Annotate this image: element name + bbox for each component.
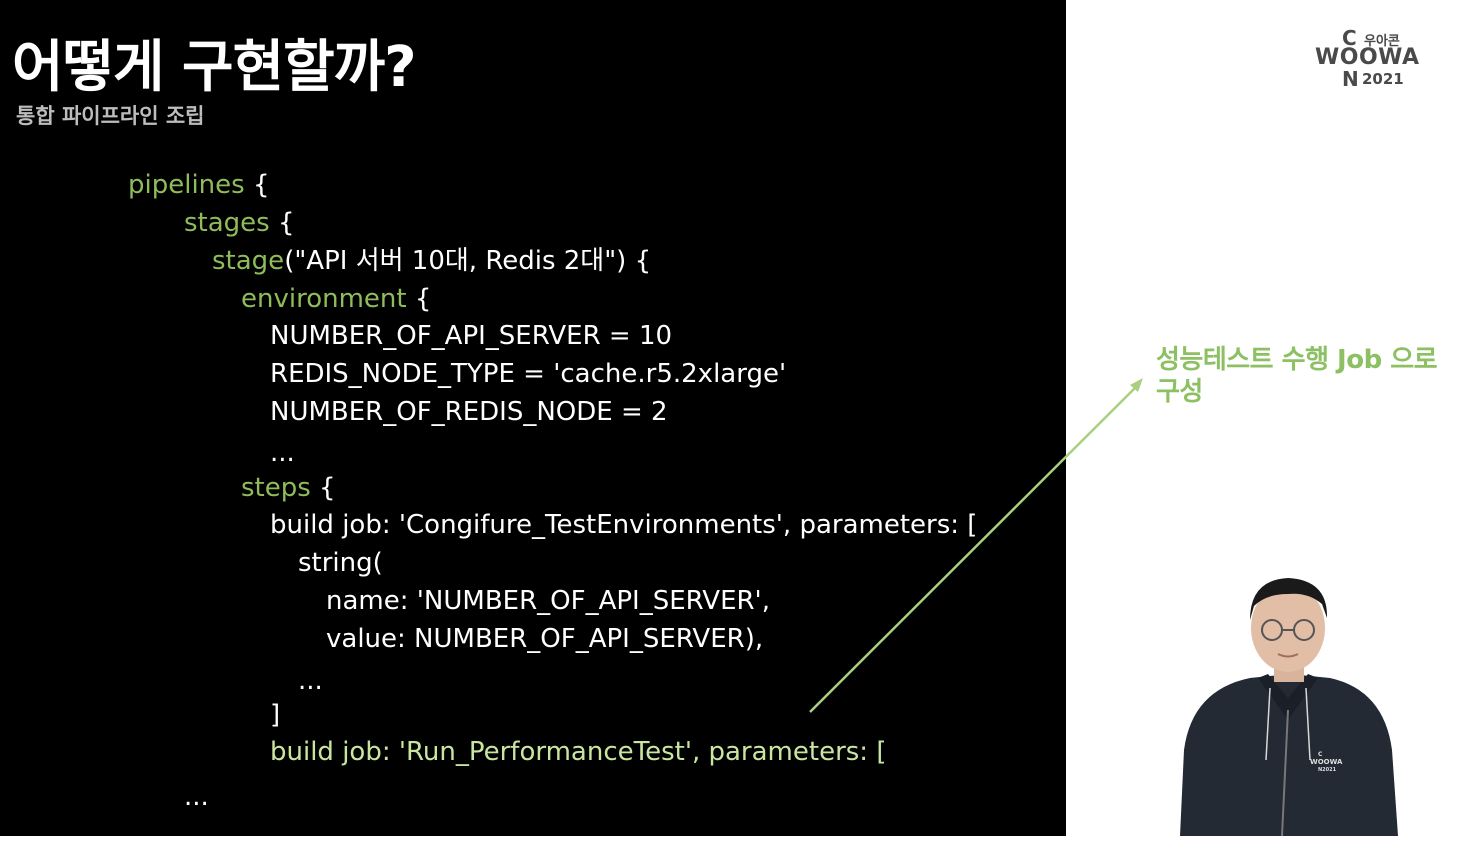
code-text: NUMBER_OF_REDIS_NODE = 2 — [270, 397, 668, 427]
code-text: string( — [298, 548, 383, 578]
code-line: stages { — [184, 204, 295, 242]
code-keyword: steps — [241, 473, 311, 503]
shirt-logo-c: C — [1318, 751, 1323, 758]
code-block: pipelines {stages {stage("API 서버 10대, Re… — [128, 166, 977, 816]
code-line: value: NUMBER_OF_API_SERVER), — [326, 620, 763, 658]
logo-korean: 우아콘 — [1364, 34, 1400, 49]
slide: 어떻게 구현할까? 통합 파이프라인 조립 pipelines {stages … — [0, 0, 1066, 836]
code-text: { — [244, 170, 270, 200]
code-line: ... — [184, 778, 209, 816]
code-keyword: stages — [184, 208, 270, 238]
logo-woowa: WOOWA — [1315, 45, 1420, 70]
code-line: build job: 'Run_PerformanceTest', parame… — [270, 733, 886, 771]
code-text: value: NUMBER_OF_API_SERVER), — [326, 624, 764, 654]
shirt-logo-woowa: WOOWA — [1310, 758, 1343, 766]
woowacon-logo: C 우아콘 WOOWA N 2021 — [1312, 26, 1428, 91]
code-keyword: pipelines — [128, 170, 245, 200]
logo-letter-n: N — [1342, 67, 1359, 91]
code-text: ... — [184, 782, 209, 812]
code-text: ... — [270, 438, 295, 468]
code-text: NUMBER_OF_API_SERVER = 10 — [270, 321, 673, 351]
code-text: ] — [270, 700, 281, 730]
slide-subtitle: 통합 파이프라인 조립 — [16, 104, 205, 128]
code-line: ] — [270, 696, 280, 734]
code-keyword: stage — [212, 246, 285, 276]
code-line: pipelines { — [128, 166, 270, 204]
code-text: build job: 'Congifure_TestEnvironments',… — [270, 510, 978, 540]
code-text: { — [269, 208, 295, 238]
code-line: steps { — [241, 469, 336, 507]
code-text: REDIS_NODE_TYPE = 'cache.r5.2xlarge' — [270, 359, 787, 389]
code-text: build job: 'Run_PerformanceTest', parame… — [270, 737, 887, 767]
code-line: NUMBER_OF_API_SERVER = 10 — [270, 317, 672, 355]
code-text: ... — [298, 666, 323, 696]
logo-letter-c: C — [1342, 26, 1357, 50]
code-keyword: environment — [241, 284, 407, 314]
code-line: environment { — [241, 280, 431, 318]
bottom-strip — [0, 836, 1066, 842]
logo-year: 2021 — [1362, 70, 1404, 88]
code-line: NUMBER_OF_REDIS_NODE = 2 — [270, 393, 668, 431]
code-line: stage("API 서버 10대, Redis 2대") { — [212, 242, 651, 280]
code-line: name: 'NUMBER_OF_API_SERVER', — [326, 582, 770, 620]
code-text: ("API 서버 10대, Redis 2대") { — [284, 246, 652, 276]
code-text: { — [310, 473, 336, 503]
code-text: { — [406, 284, 432, 314]
shirt-logo-n2021: N2021 — [1318, 767, 1337, 773]
code-line: string( — [298, 544, 383, 582]
code-text: name: 'NUMBER_OF_API_SERVER', — [326, 586, 770, 616]
code-line: ... — [298, 662, 323, 700]
presenter-figure: C WOOWA N2021 — [1180, 578, 1398, 836]
code-line: build job: 'Congifure_TestEnvironments',… — [270, 506, 977, 544]
annotation-note: 성능테스트 수행 Job 으로 구성 — [1156, 345, 1438, 407]
code-line: ... — [270, 434, 295, 472]
slide-title: 어떻게 구현할까? — [12, 35, 417, 100]
code-line: REDIS_NODE_TYPE = 'cache.r5.2xlarge' — [270, 355, 786, 393]
